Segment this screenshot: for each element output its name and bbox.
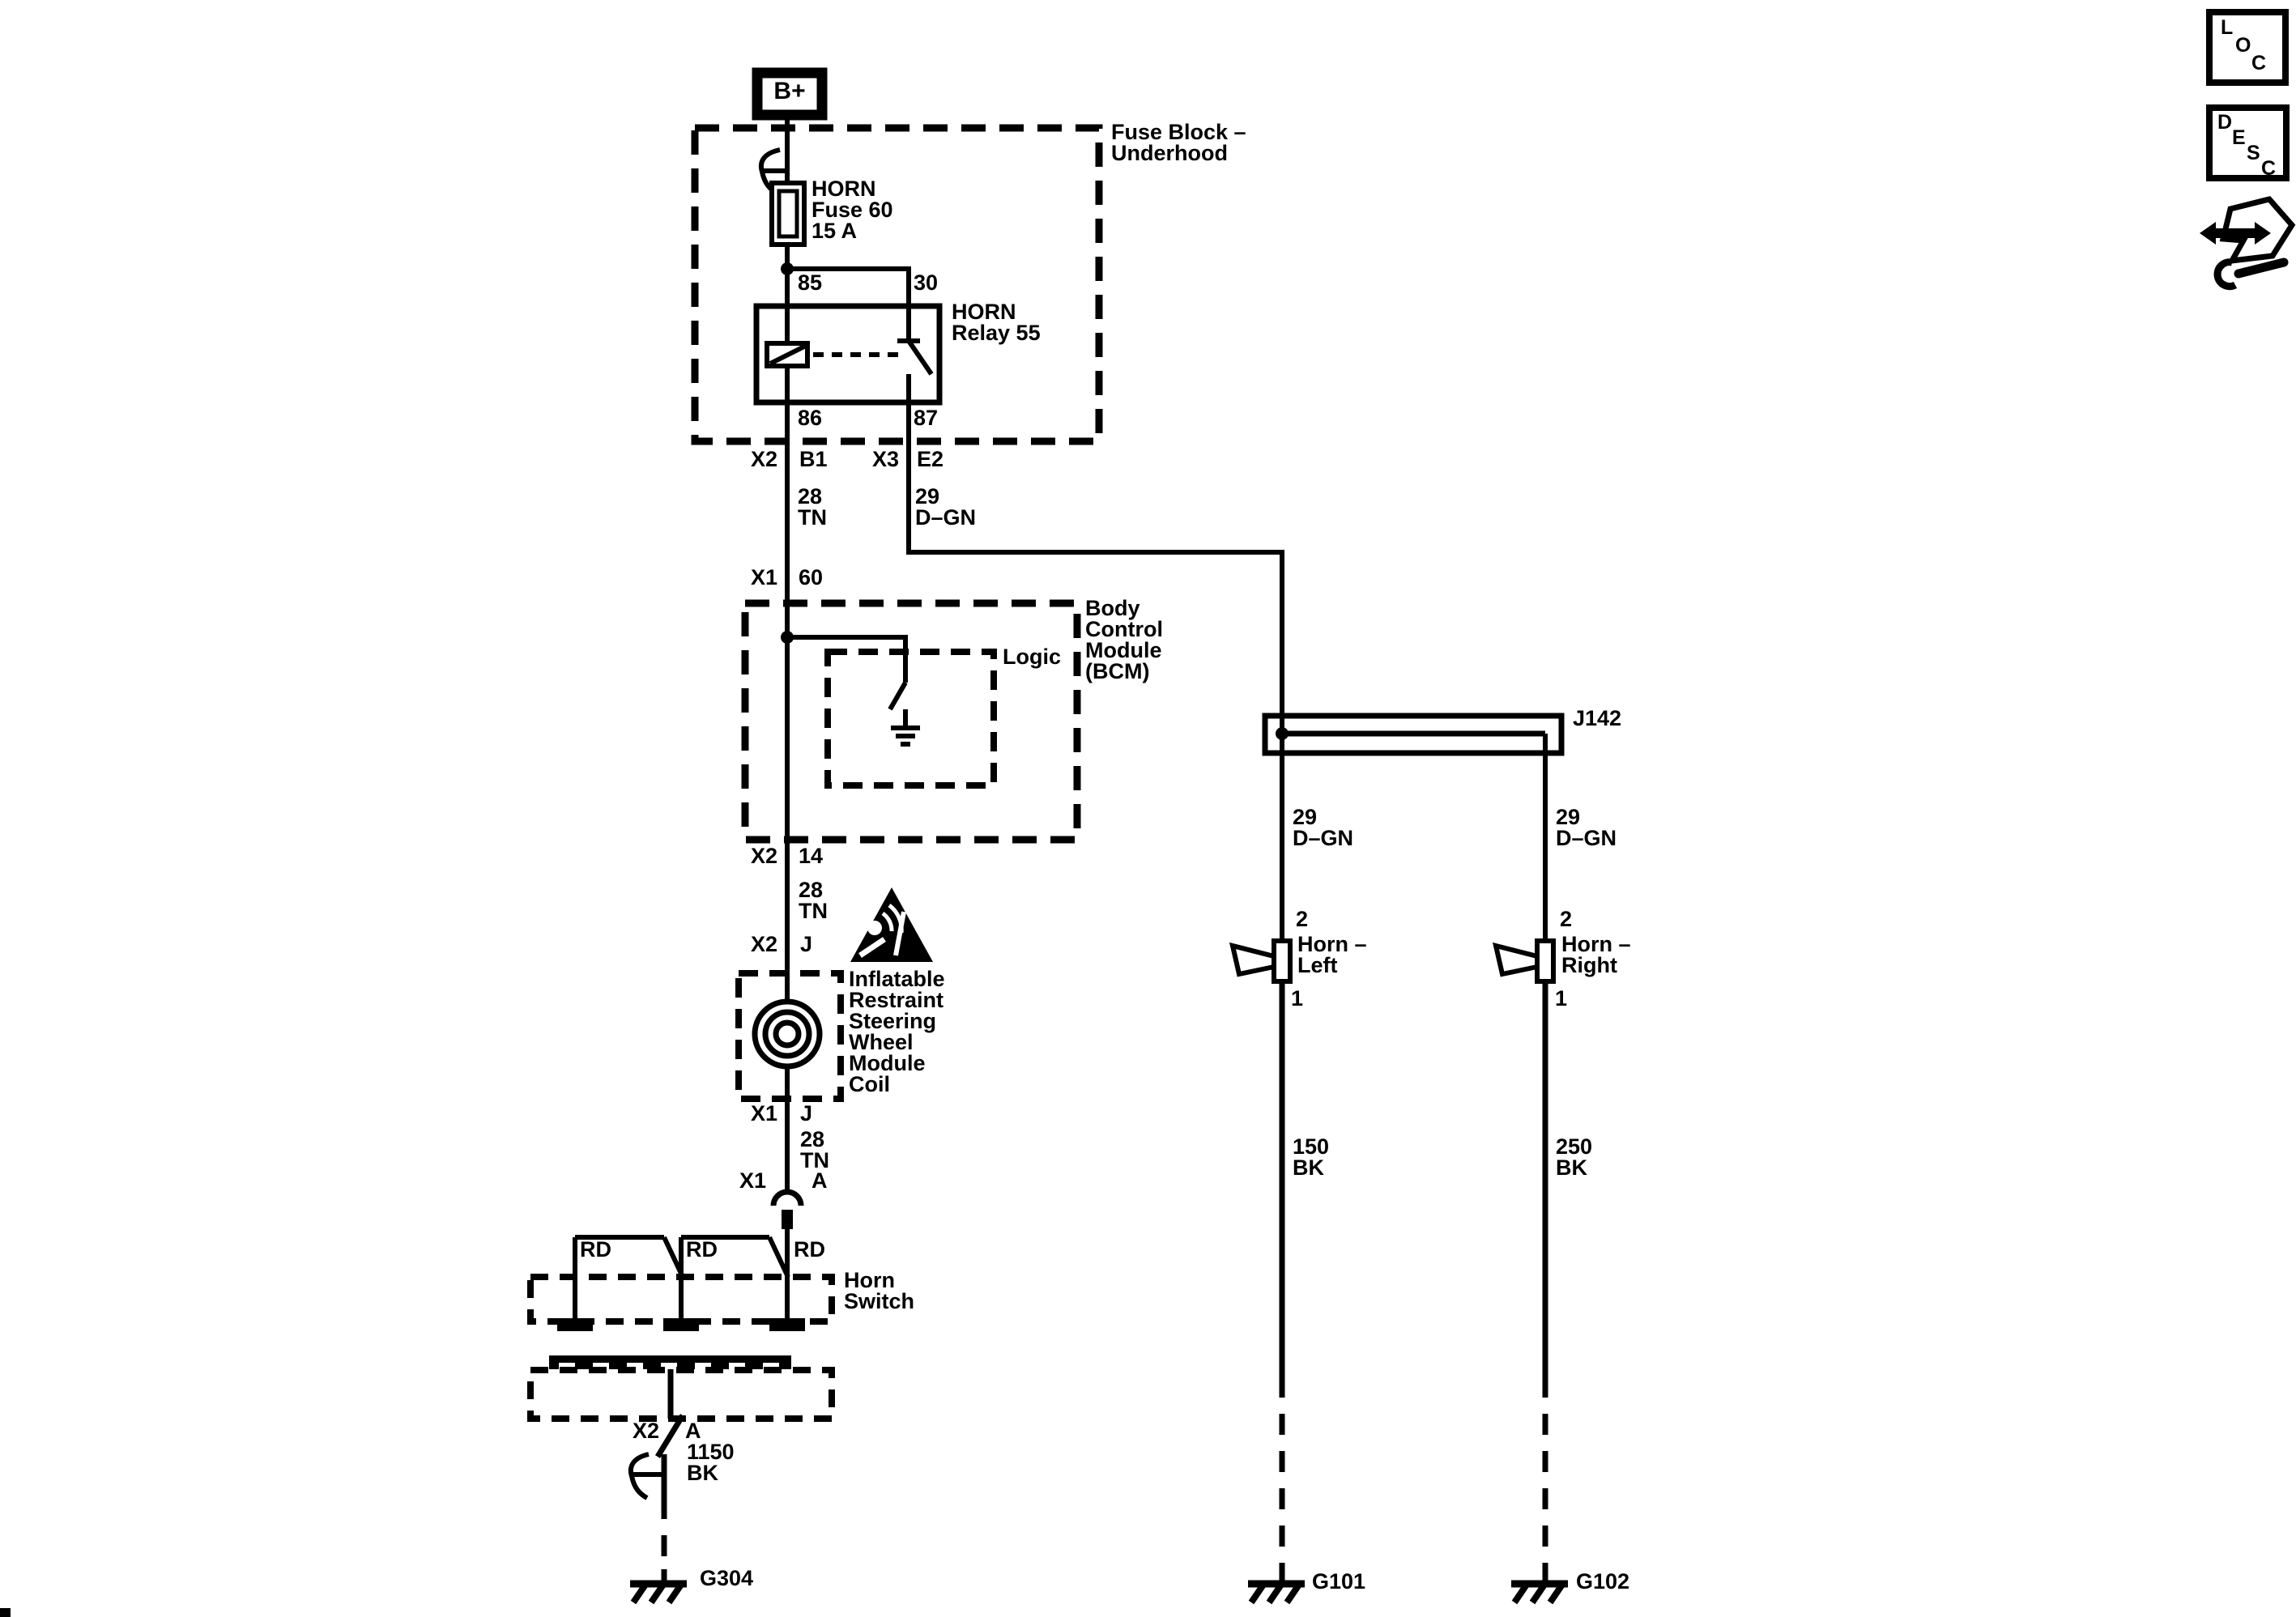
- switch-blade-2: [767, 1236, 790, 1279]
- connector-x1-coil: X1: [750, 1101, 777, 1126]
- wire-28-tn-3: 28 TN: [800, 1127, 829, 1172]
- terminal-b1: B1: [799, 447, 828, 471]
- fuse-block-box: [691, 124, 1103, 445]
- horn-left-pin-1: 1: [1291, 986, 1304, 1011]
- junction-dot-splice: [1276, 727, 1289, 740]
- connector-x3: X3: [871, 447, 899, 471]
- connector-x2-column: X2: [632, 1419, 659, 1443]
- relay-pin-85: 85: [798, 270, 823, 295]
- coil-label: Inflatable Restraint Steering Wheel Modu…: [849, 967, 945, 1096]
- horn-left-pin-2: 2: [1296, 907, 1309, 931]
- clockspring-coil-icon: [735, 970, 844, 1102]
- junction-dot-bcm: [781, 631, 794, 644]
- contact-rd-3: RD: [794, 1237, 825, 1262]
- horn-relay-symbol: [753, 303, 943, 406]
- desc-letter-c: C: [2261, 157, 2277, 180]
- connector-x1: X1: [750, 565, 777, 589]
- wire-28-tn-2: 28 TN: [799, 878, 828, 923]
- desc-letter-d: D: [2217, 111, 2233, 134]
- bcm-label: Body Control Module (BCM): [1085, 596, 1163, 683]
- chassis-ground-g101-icon: [1248, 1569, 1305, 1605]
- relay-pin-86: 86: [798, 406, 823, 430]
- contact-rd-1: RD: [580, 1237, 611, 1262]
- horn-right-label: Horn – Right: [1561, 932, 1631, 977]
- logic-label: Logic: [1003, 645, 1061, 669]
- horn-relay-label: HORN Relay 55: [952, 300, 1041, 345]
- switch-pad-3: [769, 1318, 805, 1331]
- wire-250-bk: 250 BK: [1556, 1134, 1593, 1180]
- loc-badge-box[interactable]: [2206, 9, 2289, 86]
- wire-29-dgn-left: 29 D–GN: [1293, 805, 1354, 850]
- bcm-box: [741, 599, 1081, 844]
- loc-letter-o: O: [2235, 34, 2251, 57]
- chassis-ground-g304-icon: [630, 1569, 687, 1605]
- relay-pin-87: 87: [914, 406, 939, 430]
- inline-connector-icon: [770, 1189, 804, 1229]
- wire-relay-branch: [787, 266, 911, 340]
- service-arrow-wrench-icon[interactable]: [2200, 196, 2296, 291]
- desc-letter-e: E: [2232, 126, 2246, 149]
- horn-right-pin-1: 1: [1555, 986, 1568, 1011]
- contact-rd-2: RD: [686, 1237, 718, 1262]
- ground-g304-label: G304: [700, 1566, 754, 1590]
- bcm-switch-blade: [888, 681, 908, 711]
- wire-dgn-run: [906, 374, 1284, 941]
- wire-28-tn-1: 28 TN: [798, 484, 827, 530]
- splice-pack-j142: [1262, 713, 1565, 756]
- wire-29-dgn-1: 29 D–GN: [915, 484, 977, 530]
- wire-1150-bk: 1150 BK: [687, 1440, 735, 1485]
- desc-letter-s: S: [2247, 142, 2260, 164]
- loc-letter-c: C: [2251, 52, 2267, 74]
- connector-x2-bcm: X2: [750, 844, 777, 868]
- column-box: [527, 1367, 835, 1422]
- ground-g102-label: G102: [1576, 1569, 1630, 1594]
- terminal-j-bottom: J: [800, 1101, 813, 1126]
- terminal-a-column: A: [685, 1419, 701, 1443]
- artifact-dot: [0, 1608, 11, 1617]
- bcm-branch: [787, 635, 908, 683]
- horn-fuse-label: HORN Fuse 60 15 A: [811, 177, 893, 243]
- chassis-ground-g102-icon: [1511, 1569, 1568, 1605]
- terminal-e2: E2: [917, 447, 944, 471]
- relay-pin-30: 30: [914, 270, 939, 295]
- srs-warning-icon: [850, 887, 933, 962]
- connector-slash: [655, 1414, 685, 1458]
- relay-switch-blade: [906, 339, 934, 376]
- junction-dot-fuse: [781, 262, 794, 275]
- clip-icon-bottom: [628, 1452, 664, 1500]
- splice-j142-label: J142: [1573, 706, 1622, 730]
- terminal-j-top: J: [800, 932, 813, 956]
- circuit-wires: [573, 116, 1548, 1569]
- terminal-a-switch: A: [811, 1168, 828, 1193]
- logic-box: [824, 649, 997, 789]
- horn-right-pin-2: 2: [1560, 907, 1573, 931]
- switch-pad-1: [557, 1318, 593, 1331]
- fuse-block-label: Fuse Block – Underhood: [1111, 120, 1246, 165]
- desc-badge-box[interactable]: [2206, 104, 2290, 181]
- ground-g101-label: G101: [1312, 1569, 1366, 1594]
- horn-right-speaker-icon: [1492, 938, 1556, 984]
- connector-x2: X2: [750, 447, 777, 471]
- terminal-14: 14: [799, 844, 824, 868]
- horn-fuse-symbol: [769, 181, 807, 247]
- connector-x2-coil: X2: [750, 932, 777, 956]
- connector-x1-switch: X1: [739, 1168, 766, 1193]
- horn-left-speaker-icon: [1229, 938, 1293, 984]
- wire-29-dgn-right: 29 D–GN: [1556, 805, 1617, 850]
- wire-150-bk: 150 BK: [1293, 1134, 1330, 1180]
- horn-left-label: Horn – Left: [1297, 932, 1367, 977]
- loc-letter-l: L: [2221, 16, 2234, 39]
- ground-plate-icon: [549, 1355, 791, 1369]
- battery-label: B+: [773, 78, 806, 104]
- horn-switch-label: Horn Switch: [844, 1268, 915, 1313]
- terminal-60: 60: [799, 565, 824, 589]
- switch-pad-2: [663, 1318, 699, 1331]
- battery-terminal-box: [752, 67, 828, 121]
